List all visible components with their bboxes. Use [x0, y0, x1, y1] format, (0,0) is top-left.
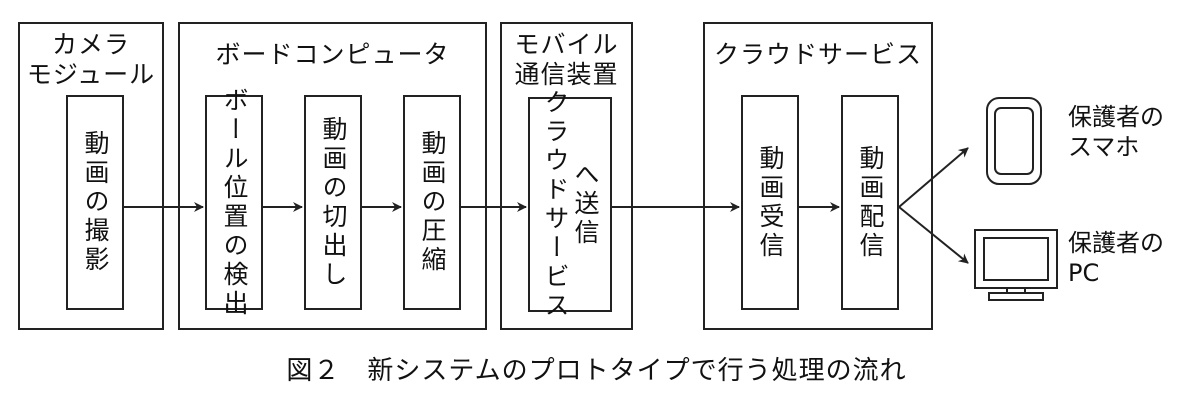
smartphone-icon: [986, 97, 1042, 185]
arrow-deliver-to-pc: [898, 206, 969, 264]
step-compress-video: 動画の圧縮: [403, 95, 461, 310]
step-receive-video: 動画受信: [741, 95, 799, 310]
step-deliver-video: 動画配信: [841, 95, 899, 310]
step-clip-video: 動画の切出し: [304, 95, 362, 310]
smartphone-label: 保護者の スマホ: [1068, 103, 1164, 161]
pc-label: 保護者の PC: [1068, 229, 1164, 287]
figure-caption: 図２ 新システムのプロトタイプで行う処理の流れ: [286, 356, 907, 386]
step-detect-ball-position: ボール位置の検出: [205, 87, 263, 319]
mobile-device-title: モバイル 通信装置: [514, 30, 619, 89]
arrow-deliver-to-smartphone: [898, 147, 969, 208]
camera-module-title: カメラ モジュール: [26, 30, 156, 89]
cloud-service-title: クラウドサービス: [713, 40, 922, 69]
board-computer-title: ボードコンピュータ: [215, 40, 450, 69]
step-capture-video: 動画の撮影: [66, 95, 124, 310]
step-send-to-cloud: クラウドサービス へ送信: [528, 89, 612, 321]
pc-monitor-icon: [974, 229, 1058, 301]
